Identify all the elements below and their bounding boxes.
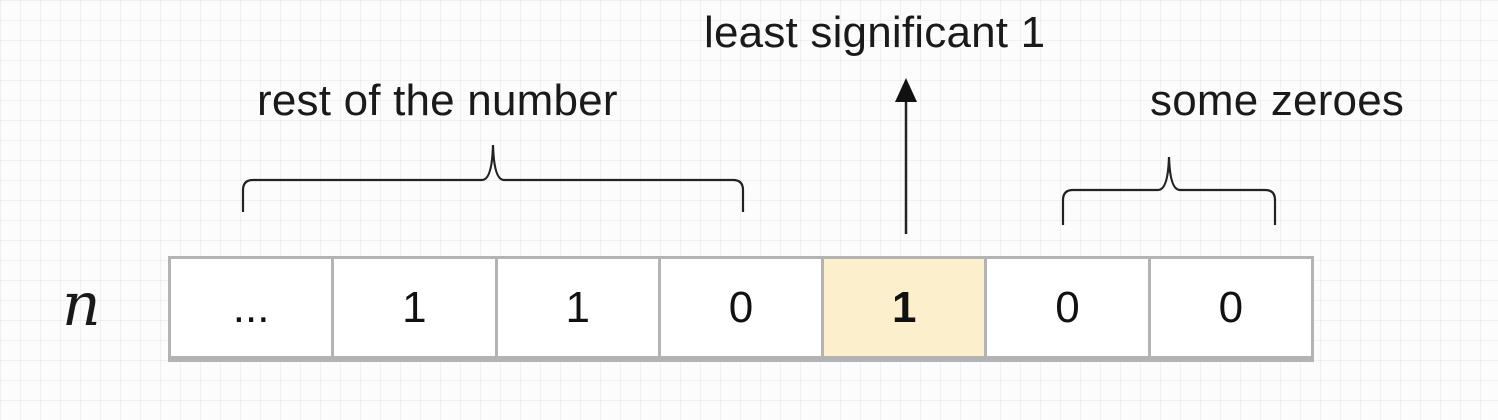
bit-cell: 1 (331, 259, 494, 356)
least-significant-label: least significant 1 (704, 8, 1046, 57)
bit-cell: 1 (494, 259, 658, 356)
variable-n-label: n (62, 270, 101, 340)
bit-cell-least-significant: 1 (821, 259, 985, 356)
bit-cell: 0 (984, 259, 1147, 356)
least-significant-arrow-head (895, 78, 917, 102)
bit-cell: 0 (1147, 259, 1311, 356)
rest-brace (241, 144, 745, 212)
rest-of-number-label: rest of the number (257, 76, 618, 125)
bit-cell: ... (232, 282, 270, 332)
zeroes-brace (1061, 156, 1277, 225)
bit-cell: 0 (657, 259, 821, 356)
some-zeroes-label: some zeroes (1150, 76, 1405, 125)
